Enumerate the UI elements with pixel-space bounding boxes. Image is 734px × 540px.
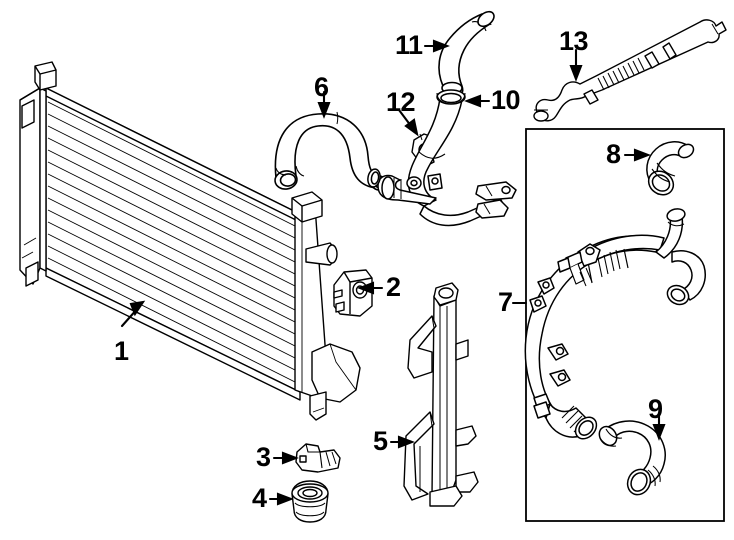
- air-deflector-duct: [403, 282, 479, 507]
- leader-5: [389, 435, 415, 449]
- leader-lines: [120, 39, 666, 506]
- callout-7: 7: [498, 287, 513, 317]
- detail-inset-box: [525, 128, 725, 522]
- leader-4: [268, 492, 294, 506]
- callout-11: 11: [395, 30, 423, 60]
- intercooler-bracket-clip: [333, 269, 373, 317]
- leader-9: [652, 413, 666, 441]
- short-curved-hose: [598, 420, 666, 496]
- leader-13: [569, 48, 583, 82]
- vertical-inlet-pipe: [367, 89, 517, 227]
- s-bend-elbow-hose: [438, 10, 495, 97]
- callout-8: 8: [606, 139, 621, 169]
- leader-10: [464, 94, 491, 108]
- callout-4: 4: [252, 483, 267, 513]
- callout-10: 10: [491, 85, 521, 115]
- leader-6: [317, 90, 331, 119]
- callout-2: 2: [386, 272, 401, 302]
- leader-12: [397, 108, 419, 137]
- callout-6: 6: [314, 72, 329, 102]
- callout-1: 1: [114, 336, 129, 366]
- charge-air-pipe-inset: [524, 208, 706, 440]
- callout-9: 9: [648, 394, 663, 424]
- leader-2: [357, 281, 384, 295]
- leader-11: [423, 39, 450, 53]
- leader-1: [120, 300, 146, 328]
- elbow-connector-hose: [646, 141, 695, 196]
- callout-13: 13: [559, 26, 589, 56]
- long-ribbed-tube: [533, 19, 727, 122]
- lower-mount-clip: [295, 443, 341, 473]
- rubber-grommet-mount: [291, 480, 329, 523]
- callout-12: 12: [386, 87, 416, 117]
- callout-3: 3: [256, 442, 271, 472]
- leader-8: [623, 148, 651, 162]
- intercooler-core: [19, 61, 361, 421]
- leader-3: [272, 451, 299, 465]
- callout-5: 5: [373, 426, 388, 456]
